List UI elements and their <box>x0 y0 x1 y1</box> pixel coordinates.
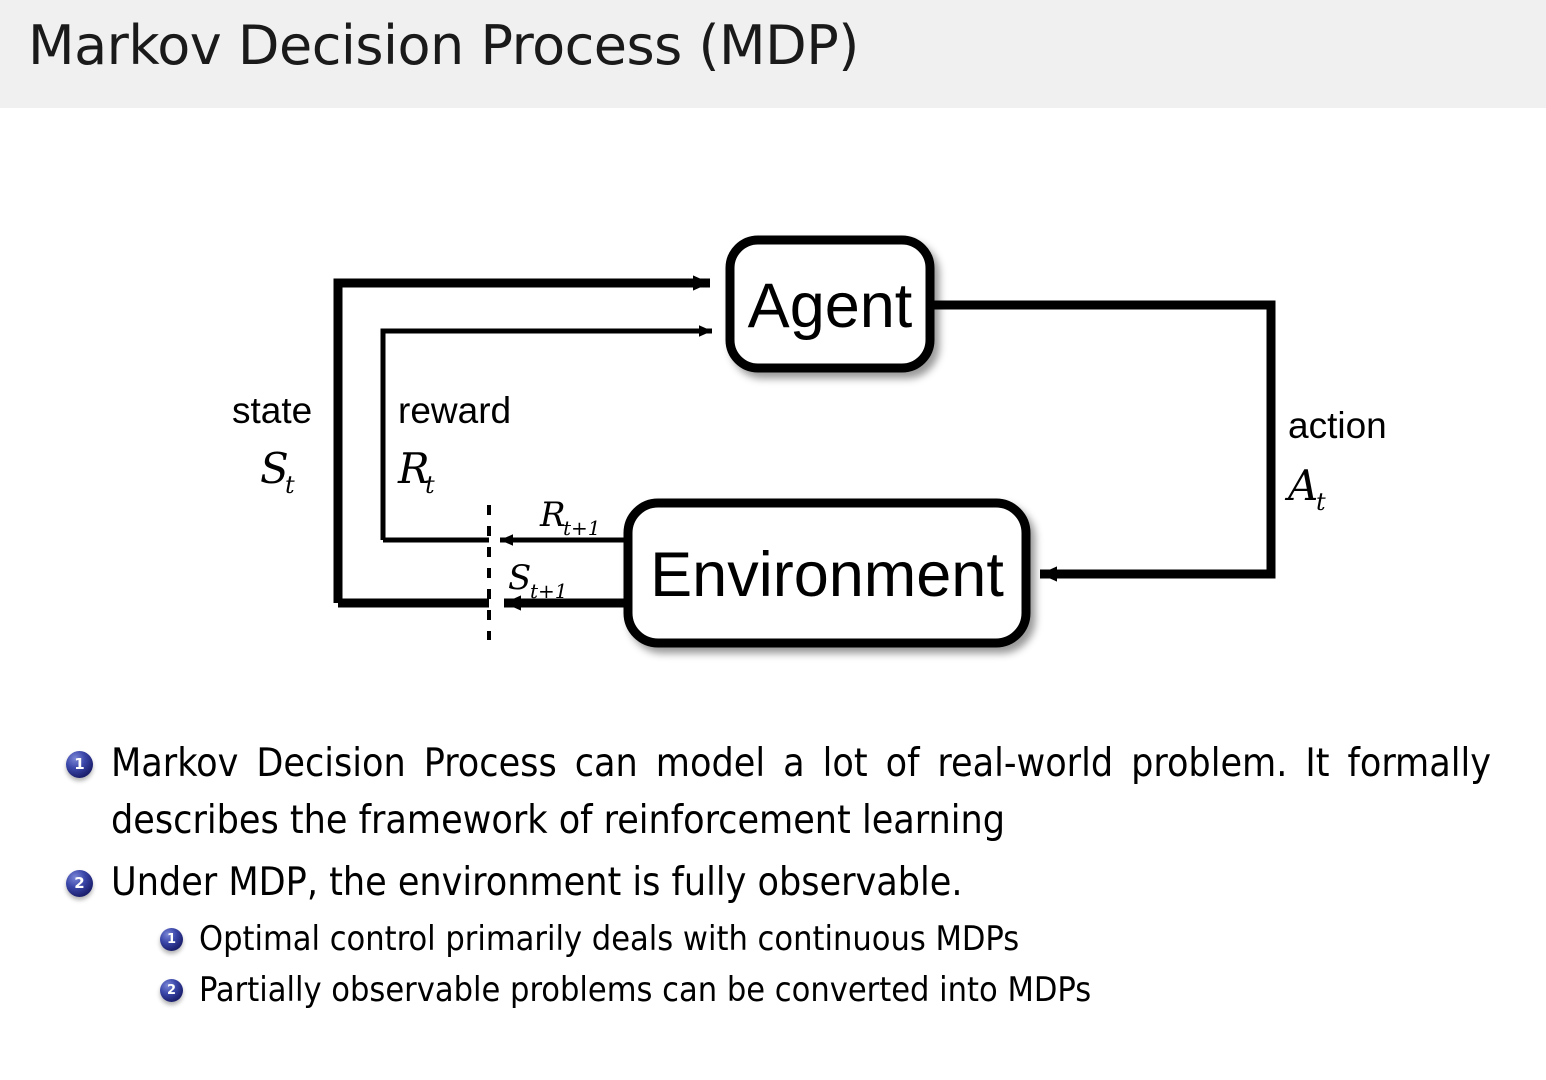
bullet-number-badge: 1 <box>66 751 93 778</box>
slide-header: Markov Decision Process (MDP) <box>0 0 1546 108</box>
mdp-diagram: Agent Environment state S t reward R t a… <box>0 108 1546 728</box>
sub-list-item[interactable]: 2 Partially observable problems can be c… <box>160 966 1546 1015</box>
agent-label: Agent <box>748 271 913 341</box>
bullet-list: 1 Markov Decision Process can model a lo… <box>0 735 1546 1018</box>
list-item-text: Under MDP, the environment is fully obse… <box>111 859 963 905</box>
reward-symbol: R <box>397 444 430 493</box>
state-next-symbol: S <box>508 558 531 598</box>
action-label: action <box>1288 405 1387 446</box>
list-item-text: Markov Decision Process can model a lot … <box>111 741 1491 844</box>
sub-list-item-text: Optimal control primarily deals with con… <box>199 918 1020 959</box>
state-symbol: S <box>260 444 289 493</box>
action-symbol-subscript: t <box>1316 488 1326 516</box>
node-agent[interactable]: Agent <box>725 235 935 373</box>
sub-bullet-number-badge: 2 <box>160 979 183 1003</box>
node-environment[interactable]: Environment <box>623 498 1031 648</box>
edge-action <box>930 300 1276 582</box>
reward-next-subscript: t+1 <box>563 516 601 540</box>
list-item[interactable]: 1 Markov Decision Process can model a lo… <box>66 735 1546 850</box>
sub-list-item-text: Partially observable problems can be con… <box>199 970 1092 1011</box>
list-item[interactable]: 2 Under MDP, the environment is fully ob… <box>66 854 1546 911</box>
action-symbol: A <box>1284 461 1318 510</box>
environment-box[interactable] <box>623 498 1031 648</box>
edge-state <box>333 275 710 603</box>
state-next-subscript: t+1 <box>530 579 568 603</box>
environment-label: Environment <box>650 540 1004 610</box>
page-title: Markov Decision Process (MDP) <box>28 14 859 77</box>
reward-label: reward <box>398 390 511 431</box>
edge-reward <box>380 325 712 540</box>
bullet-number-badge: 2 <box>66 869 93 897</box>
state-label: state <box>232 390 312 431</box>
reward-edge-path <box>380 325 712 540</box>
agent-environment-loop-svg: Agent Environment state S t reward R t a… <box>232 235 1387 648</box>
sub-list-item[interactable]: 1 Optimal control primarily deals with c… <box>160 915 1546 964</box>
reward-symbol-subscript: t <box>425 471 435 499</box>
reward-next-symbol: R <box>539 495 566 535</box>
agent-box[interactable] <box>725 235 935 373</box>
sub-bullet-number-badge: 1 <box>160 927 183 951</box>
state-symbol-subscript: t <box>285 471 295 499</box>
